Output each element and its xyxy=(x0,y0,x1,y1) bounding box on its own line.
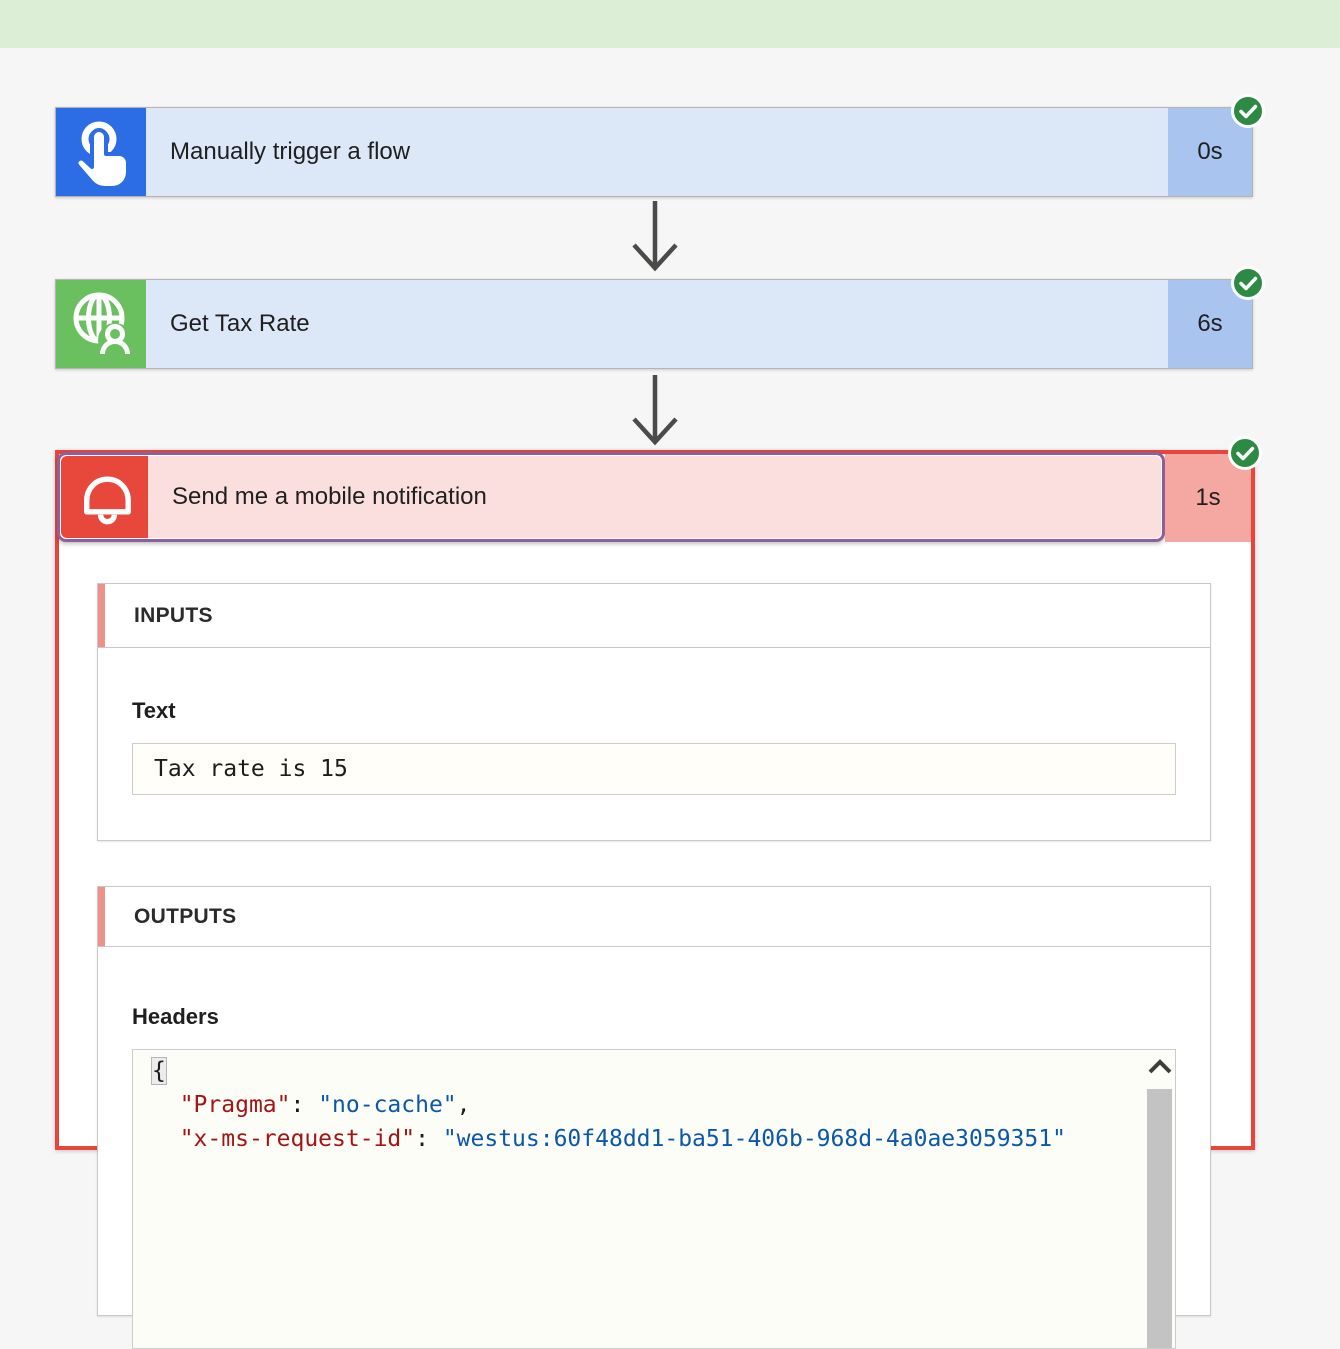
field-label: Headers xyxy=(132,1004,219,1029)
scroll-up-button[interactable] xyxy=(1146,1051,1173,1083)
scrollbar-thumb[interactable] xyxy=(1147,1089,1172,1348)
field-label: Text xyxy=(132,698,176,723)
inputs-header: INPUTS xyxy=(98,584,1210,648)
section-title: INPUTS xyxy=(134,603,213,627)
globe-user-icon xyxy=(56,280,146,368)
code-scrollbar[interactable] xyxy=(1146,1051,1173,1348)
headers-code-box: { "Pragma": "no-cache", "x-ms-request-id… xyxy=(132,1049,1176,1349)
flow-connector-arrow xyxy=(632,375,678,446)
section-accent-bar xyxy=(98,887,105,946)
outputs-header: OUTPUTS xyxy=(98,887,1210,947)
outputs-section: OUTPUTS Headers { "Pragma": "no-cache", … xyxy=(97,886,1211,1349)
step-get-tax-rate[interactable]: Get Tax Rate 6s xyxy=(55,266,1265,369)
step-title: Get Tax Rate xyxy=(170,310,310,337)
step-title: Manually trigger a flow xyxy=(170,138,411,165)
headers-code-lines: { "Pragma": "no-cache", "x-ms-request-id… xyxy=(152,1058,1066,1152)
step-title: Send me a mobile notification xyxy=(172,483,487,510)
status-check-icon xyxy=(1229,264,1267,302)
status-check-icon xyxy=(1226,434,1264,472)
text-field-value: Tax rate is 15 xyxy=(132,743,1176,795)
top-banner xyxy=(0,0,1340,48)
step-manually-trigger-a-flow[interactable]: Manually trigger a flow 0s xyxy=(55,94,1265,197)
inputs-section: INPUTS Text Tax rate is 15 xyxy=(97,583,1211,841)
section-accent-bar xyxy=(98,584,105,647)
status-check-icon xyxy=(1229,92,1267,130)
step-send-mobile-notification[interactable]: Send me a mobile notification xyxy=(57,452,1165,542)
flow-connector-arrow xyxy=(632,201,678,272)
step-duration-badge: 6s xyxy=(1168,280,1252,368)
section-title: OUTPUTS xyxy=(134,904,237,928)
bell-icon xyxy=(61,456,148,538)
step-duration-badge: 1s xyxy=(1165,454,1251,542)
tap-icon xyxy=(56,108,146,196)
action-details-card: Send me a mobile notification 1s INPUTS … xyxy=(55,436,1262,1349)
